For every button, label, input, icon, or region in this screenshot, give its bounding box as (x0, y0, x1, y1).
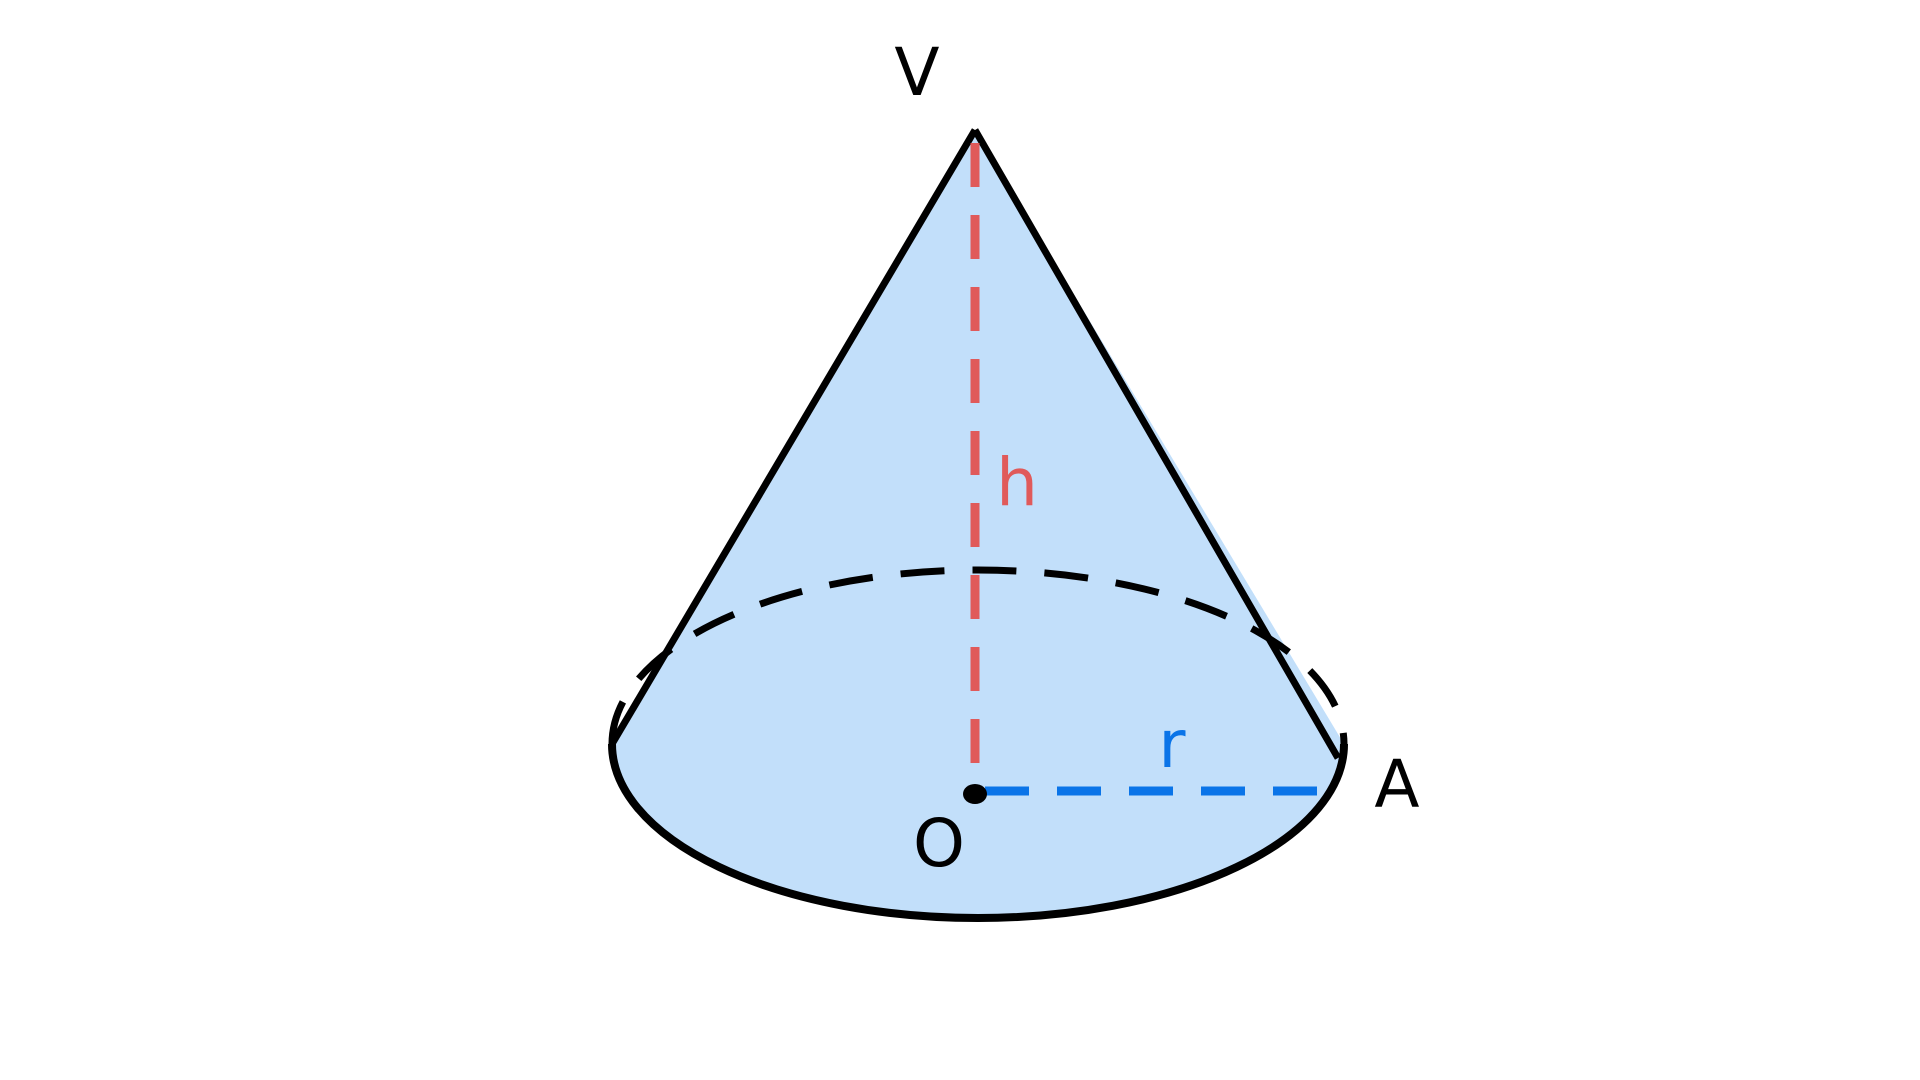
vertex-label: V (894, 34, 939, 111)
radius-label: r (1158, 706, 1186, 783)
base-back-edge (608, 566, 1348, 745)
center-point (963, 784, 987, 804)
base-front-edge (608, 743, 1348, 922)
center-label: O (913, 805, 965, 882)
left-slant-edge (608, 128, 979, 746)
right-slant-edge (971, 128, 1342, 760)
point-a-label: A (1374, 746, 1419, 823)
height-label: h (996, 444, 1038, 521)
